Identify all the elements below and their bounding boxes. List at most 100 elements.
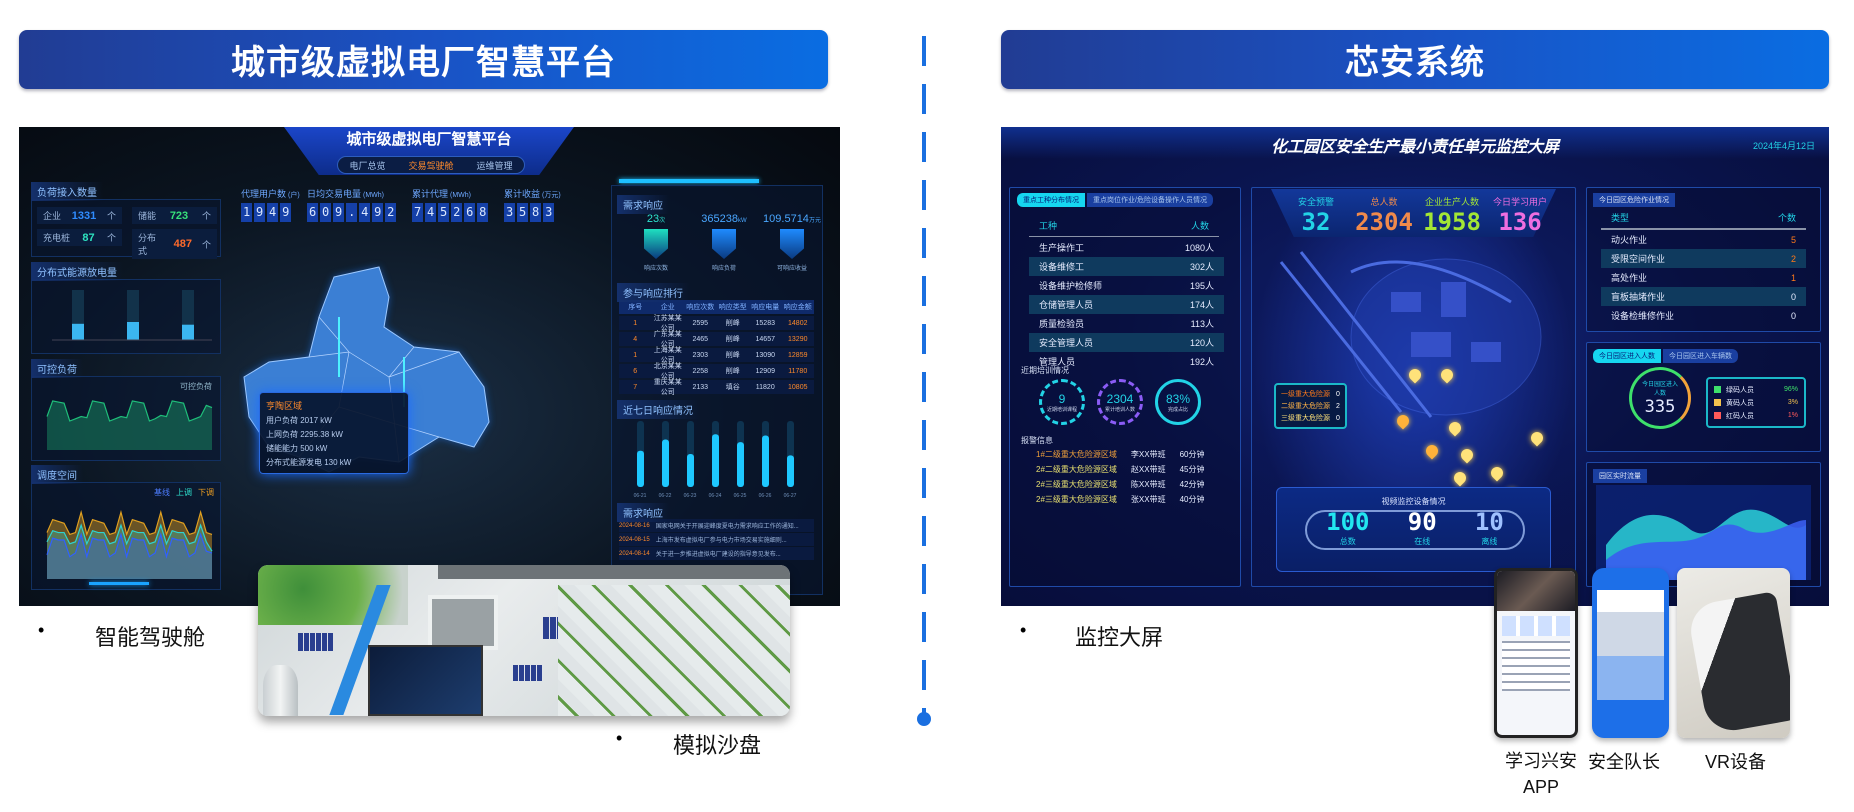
controllable-legend: 可控负荷 <box>180 382 212 391</box>
park-map <box>1279 251 1542 418</box>
legend-swatch <box>1714 386 1721 393</box>
training-title: 近期培训情况 <box>1021 366 1069 375</box>
tab-trading[interactable]: 交易驾驶舱 <box>408 160 454 171</box>
unit: kW <box>738 218 747 224</box>
tooltip-row: 用户负荷 2017 kW <box>266 416 332 425</box>
series-line <box>46 509 213 537</box>
counter-value: 745268 <box>412 203 490 222</box>
job-type: 设备检维修作业 <box>1611 311 1675 321</box>
video-label: 在线 <box>1414 537 1431 546</box>
value: 109.5714 <box>763 213 809 225</box>
counter-name: 累计代理 <box>412 189 449 199</box>
cell: 14657 <box>755 335 775 343</box>
tab-overview[interactable]: 电厂总览 <box>349 160 386 171</box>
table-row[interactable]: 设备维修工 302人 <box>1029 257 1224 276</box>
tab-ops[interactable]: 运维管理 <box>476 160 513 171</box>
tab-vehicles[interactable]: 今日园区进入车辆数 <box>1663 349 1738 363</box>
cell: 江苏某某公司 <box>653 315 682 332</box>
screen-in-model <box>368 645 483 716</box>
divider-end-dot <box>917 712 931 726</box>
item-unit: 个 <box>201 211 211 221</box>
tab-people[interactable]: 今日园区进入人数 <box>1593 349 1661 363</box>
news-title: 需求响应 <box>617 503 669 522</box>
worker-type: 设备维修工 <box>1039 262 1085 272</box>
job-type: 动火作业 <box>1611 235 1648 245</box>
tab-workers[interactable]: 重点工种分布情况 <box>1017 193 1085 207</box>
legend-value: 96% <box>1783 386 1798 393</box>
safety-dashboard-screenshot: 化工园区安全生产最小责任单元监控大屏 2024年4月12日 重点工种分布情况 重… <box>1001 127 1829 606</box>
hazard-value: 0 <box>1336 414 1340 422</box>
bullet-dot: • <box>38 620 45 640</box>
tab-positions[interactable]: 重点岗位作业/危险设备操作人员情况 <box>1087 193 1213 207</box>
table-row[interactable]: 生产操作工 1080人 <box>1029 238 1224 257</box>
bar <box>737 442 744 487</box>
cell: 12859 <box>788 351 808 359</box>
cell: 1 <box>633 319 638 327</box>
stat-value: 2304 <box>1355 208 1413 236</box>
counter-unit: (MWh) <box>363 192 385 199</box>
counter-unit: (万元) <box>542 192 561 199</box>
legend-swatch <box>1714 412 1721 419</box>
worker-type: 生产操作工 <box>1039 243 1085 253</box>
dispatch-area-chart <box>46 509 213 579</box>
worker-count: 302人 <box>1189 262 1214 272</box>
legend-up: 上调 <box>176 488 192 497</box>
item-label: 分布式 <box>138 233 157 256</box>
worker-count: 1080人 <box>1184 243 1214 253</box>
legend-value: 3% <box>1787 399 1798 406</box>
cell: 削峰 <box>725 336 740 343</box>
bar <box>662 439 669 487</box>
worker-count: 192人 <box>1189 357 1214 367</box>
ring-label: 累计培训人数 <box>1104 406 1135 413</box>
cell: 上海某某公司 <box>653 347 682 364</box>
value: 365238 <box>701 213 739 225</box>
worker-count: 113人 <box>1190 319 1214 329</box>
training-ring: 83%完成占比 <box>1155 379 1201 425</box>
scroll-indicator <box>89 582 149 585</box>
dashboard-header: 化工园区安全生产最小责任单元监控大屏 <box>1270 139 1559 156</box>
people-ring: 今日园区进入人数 335 <box>1629 367 1691 429</box>
col-header-count: 人数 <box>1190 221 1209 231</box>
safety-captain-app-image <box>1592 568 1669 738</box>
tooltip-row: 储能能力 500 kW <box>266 444 328 453</box>
x-tick-label: 06-23 <box>684 493 697 499</box>
worker-count: 174人 <box>1189 300 1214 310</box>
stat-value: 32 <box>1301 208 1331 236</box>
cell: 削峰 <box>725 352 740 359</box>
video-title: 视频监控设备情况 <box>1381 497 1446 506</box>
header-cell: 响应金额 <box>783 304 812 311</box>
cell: 北京某某公司 <box>653 363 682 380</box>
stat-label: 安全预警 <box>1297 197 1334 207</box>
